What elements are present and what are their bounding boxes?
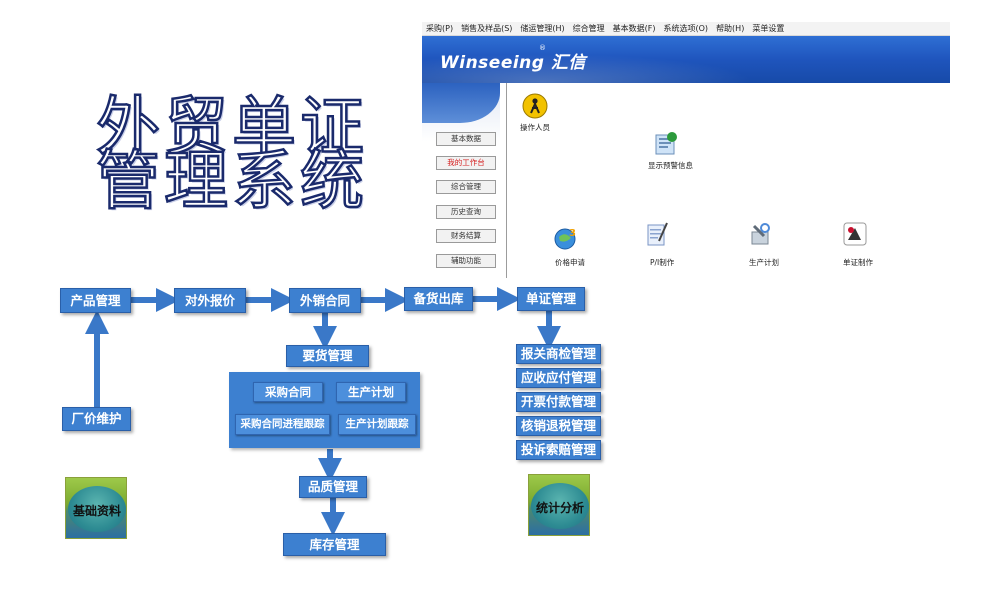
menu-item-menu-settings[interactable]: 菜单设置 [752, 24, 785, 33]
badge-statistics: 统计分析 [528, 474, 590, 536]
node-purchase-tracking: 采购合同进程跟踪 [235, 414, 330, 435]
main-title-line2: 管理系统 [95, 145, 368, 219]
node-requisition: 要货管理 [286, 345, 369, 367]
node-purchase-contract: 采购合同 [253, 382, 323, 402]
menu-item-general[interactable]: 综合管理 [572, 24, 605, 33]
registered-mark: ® [539, 44, 546, 52]
brand-logo: Winseeing 汇信 [440, 53, 586, 73]
price-request-label: 价格申请 [555, 258, 585, 267]
menu-bar: 采购(P) 销售及样品(S) 储运管理(H) 综合管理 基本数据(F) 系统选项… [422, 22, 950, 36]
menu-item-options[interactable]: 系统选项(O) [663, 24, 709, 33]
pi-making-label: P/I制作 [650, 258, 675, 267]
operator-label: 操作人员 [520, 123, 550, 132]
node-quality: 品质管理 [299, 476, 367, 498]
node-customs: 报关商检管理 [516, 344, 601, 364]
svg-text:3: 3 [569, 228, 576, 239]
app-window: 采购(P) 销售及样品(S) 储运管理(H) 综合管理 基本数据(F) 系统选项… [422, 22, 950, 278]
node-complaint: 投诉索赔管理 [516, 440, 601, 460]
sidebar-item-history[interactable]: 历史查询 [436, 205, 496, 219]
price-request-icon[interactable]: 3 [553, 225, 579, 251]
node-production-plan: 生产计划 [336, 382, 406, 402]
menu-item-help[interactable]: 帮助(H) [716, 24, 745, 33]
badge-base-data: 基础资料 [65, 477, 127, 539]
brand-banner: Winseeing 汇信 ® [422, 36, 950, 83]
menu-item-purchase[interactable]: 采购(P) [426, 24, 454, 33]
pi-making-icon[interactable] [645, 221, 671, 247]
node-sales-contract: 外销合同 [289, 288, 361, 313]
sidebar-item-auxiliary[interactable]: 辅助功能 [436, 254, 496, 268]
node-invoice: 开票付款管理 [516, 392, 601, 412]
main-title-line1: 外贸单证 [95, 91, 368, 165]
menu-item-basic-data[interactable]: 基本数据(F) [612, 24, 656, 33]
sidebar-item-finance[interactable]: 财务结算 [436, 229, 496, 243]
badge-disc [68, 486, 126, 532]
node-verification: 核销退税管理 [516, 416, 601, 436]
operator-icon[interactable] [522, 93, 548, 119]
sidebar-item-workbench[interactable]: 我的工作台 [436, 156, 496, 170]
node-quotation: 对外报价 [174, 288, 246, 313]
menu-item-storage[interactable]: 储运管理(H) [520, 24, 565, 33]
node-inventory: 库存管理 [283, 533, 386, 556]
node-receivable: 应收应付管理 [516, 368, 601, 388]
sidebar-item-general-mgmt[interactable]: 综合管理 [436, 180, 496, 194]
node-production-tracking: 生产计划跟踪 [338, 414, 416, 435]
banner-wave [422, 36, 950, 83]
warning-info-label: 显示预警信息 [648, 161, 693, 170]
sidebar-divider [506, 83, 507, 278]
node-stock-out: 备货出库 [404, 287, 473, 311]
node-factory-price: 厂价维护 [62, 407, 131, 431]
document-making-icon[interactable] [842, 221, 868, 247]
sidebar-item-basic-data[interactable]: 基本数据 [436, 132, 496, 146]
production-plan-icon[interactable] [748, 222, 774, 248]
node-product-mgmt: 产品管理 [60, 288, 131, 313]
badge-base-data-label: 基础资料 [72, 504, 121, 518]
node-doc-mgmt: 单证管理 [517, 287, 585, 311]
badge-disc [531, 483, 589, 529]
menu-item-sales[interactable]: 销售及样品(S) [461, 24, 513, 33]
production-plan-label: 生产计划 [749, 258, 779, 267]
warning-info-icon[interactable] [653, 130, 679, 156]
badge-statistics-label: 统计分析 [535, 501, 584, 515]
document-making-label: 单证制作 [843, 258, 873, 267]
